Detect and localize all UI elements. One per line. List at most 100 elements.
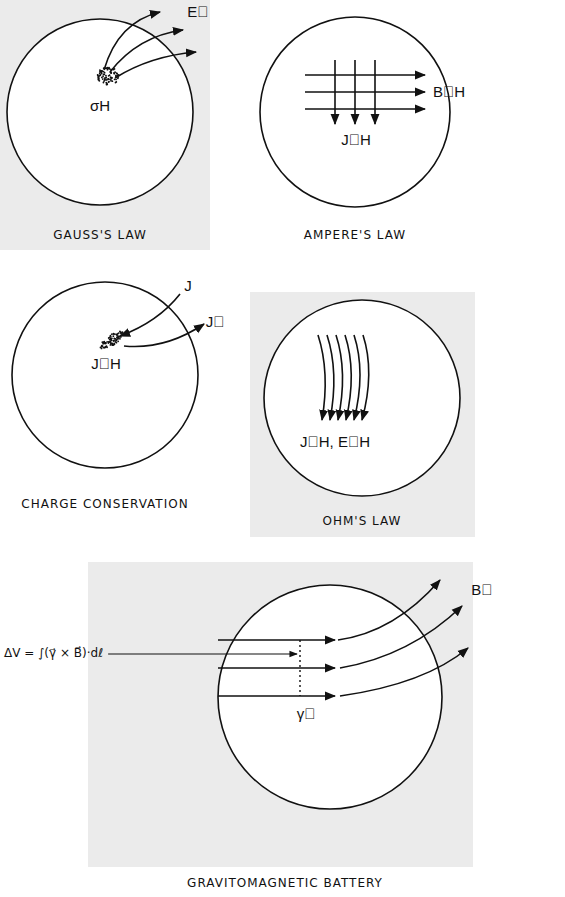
horizon-circle bbox=[260, 17, 450, 207]
charge-stipple bbox=[103, 342, 105, 344]
charge-stipple bbox=[110, 340, 112, 342]
current-arrow bbox=[120, 294, 180, 336]
charge-stipple bbox=[119, 338, 121, 340]
symbol-label: J⃗H, E⃗H bbox=[300, 434, 370, 451]
symbol-label: J⃗ bbox=[206, 314, 225, 331]
panel-caption: GAUSS'S LAW bbox=[53, 229, 147, 242]
charge-stipple bbox=[105, 346, 107, 348]
charge-stipple bbox=[114, 78, 116, 80]
charge-stipple bbox=[97, 77, 99, 79]
charge-stipple bbox=[97, 74, 99, 76]
b-field-line bbox=[338, 580, 440, 640]
field-arrow bbox=[115, 52, 196, 78]
charge-stipple bbox=[109, 74, 111, 76]
symbol-label: σH bbox=[90, 98, 110, 115]
gamma-arrow bbox=[218, 667, 335, 669]
panel-caption: OHM'S LAW bbox=[323, 515, 402, 528]
charge-stipple bbox=[115, 82, 117, 84]
leader-line bbox=[108, 653, 297, 654]
charge-stipple bbox=[121, 332, 123, 334]
symbol-label: J⃗H bbox=[91, 356, 121, 373]
charge-stipple bbox=[121, 332, 123, 334]
charge-stipple bbox=[98, 78, 100, 80]
charge-stipple bbox=[116, 72, 118, 74]
charge-stipple bbox=[104, 342, 106, 344]
charge-stipple bbox=[106, 67, 108, 69]
charge-stipple bbox=[106, 79, 108, 81]
panel-illustration bbox=[250, 0, 465, 250]
charge-stipple bbox=[119, 331, 121, 333]
panel-ground bbox=[0, 0, 210, 250]
charge-stipple bbox=[107, 342, 109, 344]
charge-stipple bbox=[103, 347, 105, 349]
charge-stipple bbox=[105, 75, 107, 77]
ohm-panel: J⃗H, E⃗H OHM'S LAW bbox=[250, 292, 475, 537]
charge-stipple bbox=[105, 76, 107, 78]
field-arrow bbox=[345, 335, 351, 420]
charge-stipple bbox=[114, 339, 116, 341]
panel-caption: CHARGE CONSERVATION bbox=[21, 498, 188, 511]
field-arrow bbox=[327, 335, 334, 420]
charge-stipple bbox=[108, 75, 110, 77]
charge-stipple bbox=[109, 341, 111, 343]
symbol-label: B⃗ bbox=[471, 582, 492, 599]
horizon-circle bbox=[264, 300, 460, 496]
charge-stipple bbox=[108, 81, 110, 83]
gauss-panel: σH E⃗ GAUSS'S LAW bbox=[0, 0, 210, 250]
b-field-line bbox=[340, 606, 462, 668]
charge-stipple bbox=[111, 339, 113, 341]
b-field-line bbox=[340, 648, 468, 696]
charge-stipple bbox=[111, 77, 113, 79]
charge-stipple bbox=[115, 81, 117, 83]
horizon-circle bbox=[12, 282, 198, 468]
charge-stipple bbox=[104, 72, 106, 74]
charge-stipple bbox=[97, 74, 99, 76]
charge-stipple bbox=[118, 332, 120, 334]
field-arrow bbox=[354, 335, 360, 420]
charge-stipple bbox=[115, 341, 117, 343]
field-arrow bbox=[362, 335, 369, 420]
charge-stipple bbox=[111, 77, 113, 79]
charge-stipple bbox=[105, 342, 107, 344]
charge-stipple bbox=[101, 345, 103, 347]
battery-panel: ΔV = ∫(γ⃗ × B⃗)·dℓ B⃗ γ⃗ GRAVITOMAGNETIC BA… bbox=[0, 555, 565, 897]
charge-stipple bbox=[115, 74, 117, 76]
charge-stipple bbox=[105, 346, 107, 348]
field-arrow bbox=[318, 335, 325, 420]
symbol-label: E⃗ bbox=[187, 4, 208, 21]
charge-stipple bbox=[97, 75, 99, 77]
current-arrow bbox=[124, 324, 204, 347]
charge-stipple bbox=[110, 80, 112, 82]
panel-caption: GRAVITOMAGNETIC BATTERY bbox=[187, 877, 383, 890]
panel-ground bbox=[88, 562, 473, 867]
charge-stipple bbox=[111, 337, 113, 339]
panel-caption: AMPERE'S LAW bbox=[304, 229, 406, 242]
field-arrow bbox=[305, 91, 425, 93]
charge-stipple bbox=[101, 70, 103, 72]
symbol-label: J⃗H bbox=[341, 132, 371, 149]
charge-stipple bbox=[101, 71, 103, 73]
field-arrow bbox=[374, 60, 376, 124]
panel-illustration bbox=[0, 272, 232, 520]
panel-illustration bbox=[0, 0, 210, 250]
symbol-label: γ⃗ bbox=[297, 706, 316, 723]
charge-stipple bbox=[110, 72, 112, 74]
charge-stipple bbox=[103, 343, 105, 345]
field-arrow bbox=[110, 30, 183, 72]
charge-stipple bbox=[99, 74, 101, 76]
charge-stipple bbox=[113, 333, 115, 335]
field-arrow bbox=[334, 60, 336, 124]
charge-panel: JJ⃗HJ⃗CHARGE CONSERVATION bbox=[0, 272, 232, 520]
charge-stipple bbox=[103, 82, 105, 84]
field-arrow bbox=[354, 60, 356, 124]
charge-stipple bbox=[108, 341, 110, 343]
charge-stipple bbox=[110, 344, 112, 346]
charge-stipple bbox=[112, 340, 114, 342]
charge-stipple bbox=[101, 73, 103, 75]
charge-stipple bbox=[98, 77, 100, 79]
charge-stipple bbox=[105, 82, 107, 84]
symbol-label: ΔV = ∫(γ⃗ × B⃗)·dℓ bbox=[4, 647, 103, 660]
charge-stipple bbox=[107, 78, 109, 80]
charge-stipple bbox=[99, 74, 101, 76]
charge-stipple bbox=[117, 340, 119, 342]
